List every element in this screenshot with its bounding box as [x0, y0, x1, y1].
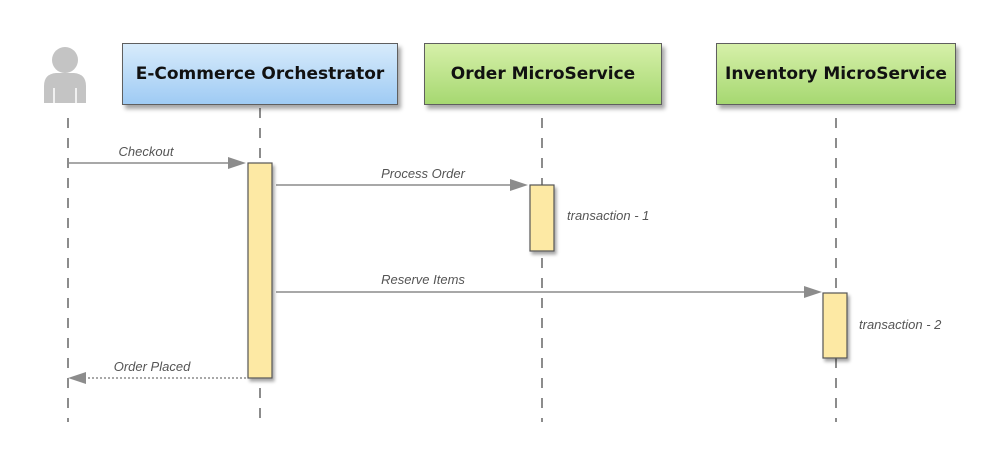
- message-reserve-items: [276, 286, 822, 298]
- activation-orchestrator: [247, 162, 273, 379]
- participant-order-label: Order MicroService: [450, 64, 636, 84]
- message-order-placed-label: Order Placed: [113, 359, 191, 374]
- note-transaction-2: transaction - 2: [859, 317, 942, 332]
- message-order-placed: [68, 372, 246, 384]
- activation-inventory: [822, 292, 848, 359]
- activation-order: [529, 184, 555, 252]
- note-transaction-1: transaction - 1: [567, 208, 650, 223]
- message-checkout: [68, 157, 246, 169]
- message-reserve-items-label: Reserve Items: [381, 272, 465, 287]
- message-process-order: [276, 179, 528, 191]
- user-icon: [42, 47, 88, 104]
- participant-orchestrator-label: E-Commerce Orchestrator: [135, 64, 385, 84]
- participant-order: Order MicroService: [424, 43, 662, 105]
- participant-inventory: Inventory MicroService: [716, 43, 956, 105]
- participant-inventory-label: Inventory MicroService: [725, 64, 947, 84]
- message-checkout-label: Checkout: [118, 144, 174, 159]
- participant-orchestrator: E-Commerce Orchestrator: [122, 43, 398, 105]
- message-process-order-label: Process Order: [381, 166, 465, 181]
